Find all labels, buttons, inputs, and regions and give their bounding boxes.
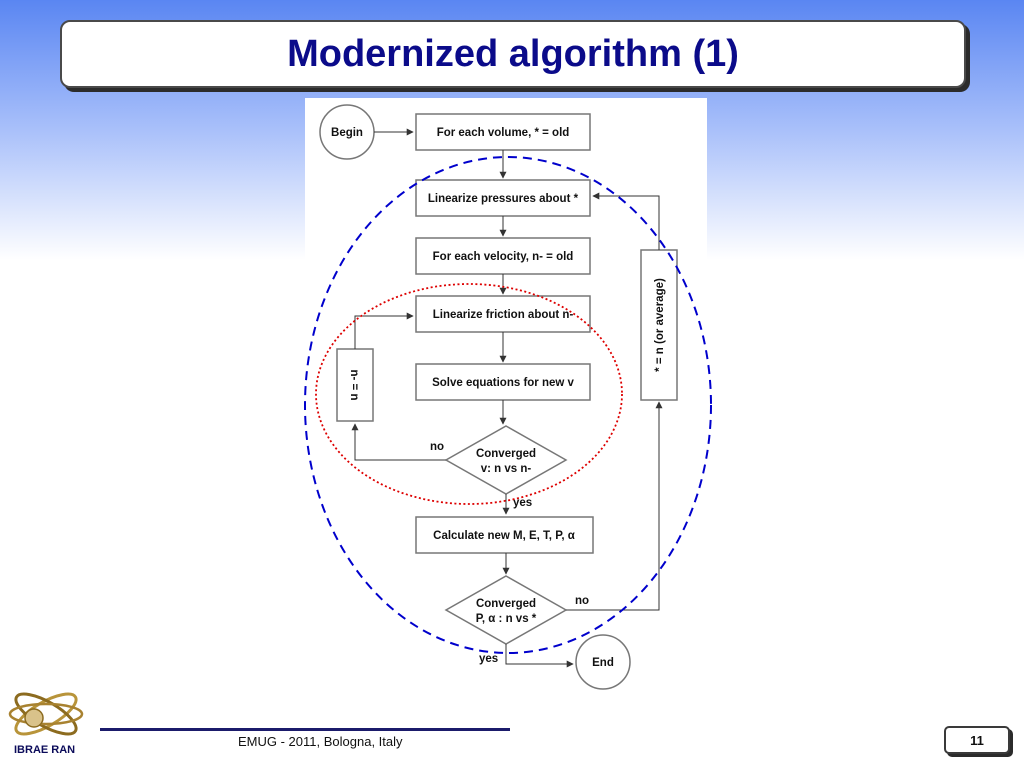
arrow-decision-2-yes [505, 644, 574, 668]
step-for-each-volume-label: For each volume, * = old [437, 127, 570, 139]
decision-converged-v-line2: v: n vs n- [481, 463, 532, 475]
step-for-each-velocity-label: For each velocity, n- = old [433, 251, 574, 263]
step-solve-equations-label: Solve equations for new v [432, 377, 574, 389]
step-for-each-velocity: For each velocity, n- = old [415, 237, 591, 275]
ibrae-atom-logo [8, 692, 84, 736]
inner-loop-box: n- = n [336, 348, 374, 422]
decision-converged-v-line1: Converged [476, 448, 536, 460]
page-number-box: 11 [944, 726, 1010, 754]
outer-loop-box-label: * = n (or average) [654, 278, 666, 372]
decision-converged-v: Converged v: n vs n- [444, 425, 568, 495]
label-yes-2: yes [479, 653, 498, 665]
inner-loop-ellipse [315, 283, 623, 505]
footer-divider [100, 728, 510, 731]
arrow-decision-2-no [566, 401, 663, 611]
page-number: 11 [970, 732, 984, 748]
step-linearize-friction-label: Linearize friction about n- [433, 309, 574, 321]
decision-converged-p-line1: Converged [476, 598, 536, 610]
begin-label: Begin [331, 127, 363, 139]
logo-text: IBRAE RAN [14, 744, 76, 756]
footer-text: EMUG - 2011, Bologna, Italy [238, 734, 403, 749]
slide-title: Modernized algorithm (1) [287, 32, 739, 75]
step-calculate: Calculate new M, E, T, P, α [415, 516, 594, 554]
inner-loop-box-label: n- = n [348, 370, 360, 401]
outer-loop-ellipse [304, 156, 712, 654]
end-label: End [592, 657, 614, 669]
step-for-each-volume: For each volume, * = old [415, 113, 591, 151]
arrow-outer-loop-to-pressures [592, 192, 660, 250]
outer-loop-box: * = n (or average) [640, 249, 678, 401]
label-no-1: no [430, 441, 444, 453]
decision-converged-p-line2: P, α : n vs * [476, 613, 537, 625]
decision-converged-p: Converged P, α : n vs * [444, 575, 568, 645]
title-box: Modernized algorithm (1) [60, 20, 966, 88]
arrow-decision-1-no [351, 423, 446, 461]
arrow-inner-loop-to-friction [354, 312, 414, 349]
step-linearize-friction: Linearize friction about n- [415, 295, 591, 333]
label-no-2: no [575, 595, 589, 607]
step-calculate-label: Calculate new M, E, T, P, α [433, 530, 575, 542]
step-linearize-pressures: Linearize pressures about * [415, 179, 591, 217]
step-linearize-pressures-label: Linearize pressures about * [428, 193, 579, 205]
end-node: End [575, 634, 631, 690]
flowchart-diagram: Begin For each volume, * = old Linearize… [305, 98, 707, 698]
label-yes-1: yes [513, 497, 532, 509]
step-solve-equations: Solve equations for new v [415, 363, 591, 401]
